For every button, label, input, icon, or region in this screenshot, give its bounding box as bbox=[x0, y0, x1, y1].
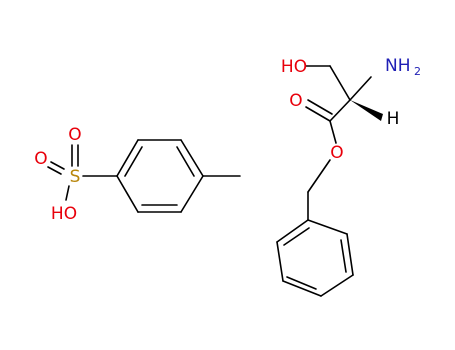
serine-benzyl-ester-molecule: HO NH 2 O O H bbox=[276, 56, 421, 297]
sulfonyl-double-bond bbox=[50, 161, 65, 170]
benzyl-ring-double-bond bbox=[283, 227, 310, 246]
alpha-carbonyl-bond bbox=[329, 99, 351, 122]
tosyl-ring-bond bbox=[116, 139, 139, 177]
hydroxyl-label: HO bbox=[281, 57, 307, 77]
benzyl-ring-bond bbox=[276, 219, 309, 243]
tosyl-ring-double-bond bbox=[176, 146, 195, 177]
oxygen-atom-label: O bbox=[34, 149, 47, 169]
stereo-wedge bbox=[350, 100, 383, 121]
tosyl-ring-bond bbox=[180, 175, 204, 213]
benzyl-ring-double-bond bbox=[340, 239, 347, 273]
benzyl-ring-bond bbox=[320, 274, 354, 297]
tosyl-ring-bond bbox=[180, 139, 204, 177]
amine-label: NH bbox=[385, 56, 411, 76]
oxygen-atom-label: O bbox=[68, 125, 81, 145]
tosyl-ring-double-bond bbox=[124, 146, 143, 177]
ester-bond bbox=[329, 120, 337, 144]
oxygen-atom-label: O bbox=[289, 91, 302, 111]
ester-bond bbox=[307, 159, 331, 193]
carbon-carbon-bond bbox=[329, 65, 351, 101]
tosylate-molecule: S O O HO bbox=[34, 125, 241, 224]
hydroxyl-label: HO bbox=[51, 204, 77, 224]
carbonyl-double-bond bbox=[305, 106, 331, 122]
carbonyl-double-bond bbox=[307, 99, 333, 115]
alpha-amine-bond bbox=[349, 76, 372, 101]
sulfonyl-double-bond bbox=[47, 166, 62, 175]
benzyl-ring-bond bbox=[282, 280, 322, 297]
benzyl-ring-bond bbox=[346, 233, 354, 276]
benzyl-ring-bond bbox=[276, 241, 284, 282]
sulfur-atom-label: S bbox=[70, 167, 81, 187]
tosyl-ring-bond bbox=[116, 175, 139, 213]
benzyl-ring-bond bbox=[307, 219, 348, 235]
amine-subscript: 2 bbox=[414, 65, 421, 78]
sulfonyl-hydroxyl-bond bbox=[65, 185, 70, 201]
hydrogen-atom-label: H bbox=[387, 109, 400, 129]
benzyl-ring-double-bond bbox=[286, 276, 317, 290]
oxygen-atom-label: O bbox=[330, 143, 343, 163]
